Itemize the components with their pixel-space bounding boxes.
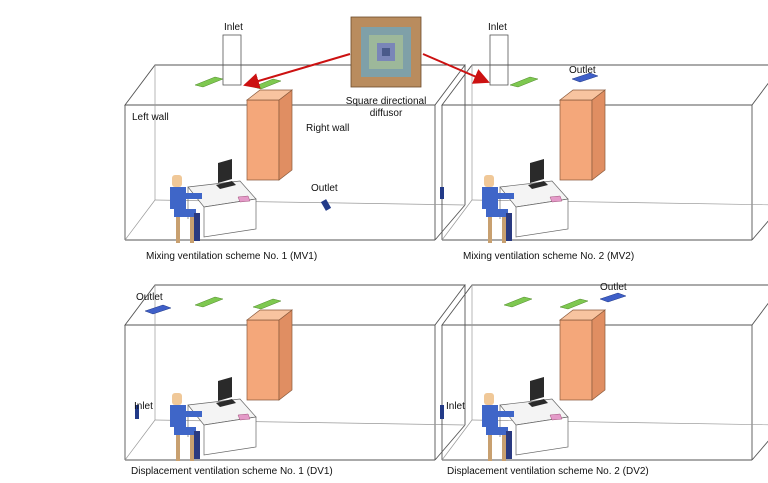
dv2-caption: Displacement ventilation scheme No. 2 (D… xyxy=(447,466,649,477)
ceiling-outlet xyxy=(599,292,627,303)
supply-vent xyxy=(503,296,533,308)
arrow-to-mv1-inlet xyxy=(243,53,351,89)
supply-vent xyxy=(194,296,224,308)
workstation xyxy=(481,158,569,244)
panel-mv1 xyxy=(124,34,466,244)
workstation xyxy=(481,376,569,462)
inlet-duct xyxy=(222,34,242,86)
diffusor-label-line2: diffusor xyxy=(370,108,403,119)
wall-outlet xyxy=(320,199,332,211)
workstation xyxy=(169,376,257,462)
panel-mv2 xyxy=(440,34,768,244)
mv1-right-wall-label: Right wall xyxy=(306,123,349,134)
square-directional-diffusor-inset xyxy=(350,16,422,88)
cabinet xyxy=(246,89,293,181)
mv2-caption: Mixing ventilation scheme No. 2 (MV2) xyxy=(463,251,634,262)
wall-outlet xyxy=(440,187,444,199)
workstation xyxy=(169,158,257,244)
mv1-caption: Mixing ventilation scheme No. 1 (MV1) xyxy=(146,251,317,262)
mv1-outlet-label: Outlet xyxy=(311,183,338,194)
supply-vent xyxy=(194,76,224,88)
diffusor-label-line1: Square directional xyxy=(346,96,427,107)
inlet-duct xyxy=(489,34,509,86)
supply-vent xyxy=(559,298,589,310)
dv1-caption: Displacement ventilation scheme No. 1 (D… xyxy=(131,466,333,477)
cabinet xyxy=(246,309,293,401)
mv1-right-wall-label: Right wall xyxy=(306,123,349,134)
panel-dv2 xyxy=(440,284,768,462)
arrow-to-mv2-inlet xyxy=(422,53,490,84)
cabinet xyxy=(559,89,606,181)
panel-dv1 xyxy=(124,284,466,462)
supply-vent xyxy=(252,298,282,310)
wall-inlet xyxy=(440,405,444,419)
dv2-inlet-label: Inlet xyxy=(446,401,465,412)
dv2-outlet-label: Outlet xyxy=(600,282,627,293)
mv2-inlet-label: Inlet xyxy=(488,22,507,33)
mv2-outlet-label: Outlet xyxy=(569,65,596,76)
mv1-left-wall-label: Left wall xyxy=(132,112,169,123)
supply-vent xyxy=(509,76,539,88)
dv1-outlet-label: Outlet xyxy=(136,292,163,303)
mv1-left-wall-label: Left wall xyxy=(132,112,169,123)
dv1-inlet-label: Inlet xyxy=(134,401,153,412)
ceiling-outlet xyxy=(144,304,172,315)
cabinet xyxy=(559,309,606,401)
mv1-inlet-label: Inlet xyxy=(224,22,243,33)
wall-inlet xyxy=(135,405,139,419)
